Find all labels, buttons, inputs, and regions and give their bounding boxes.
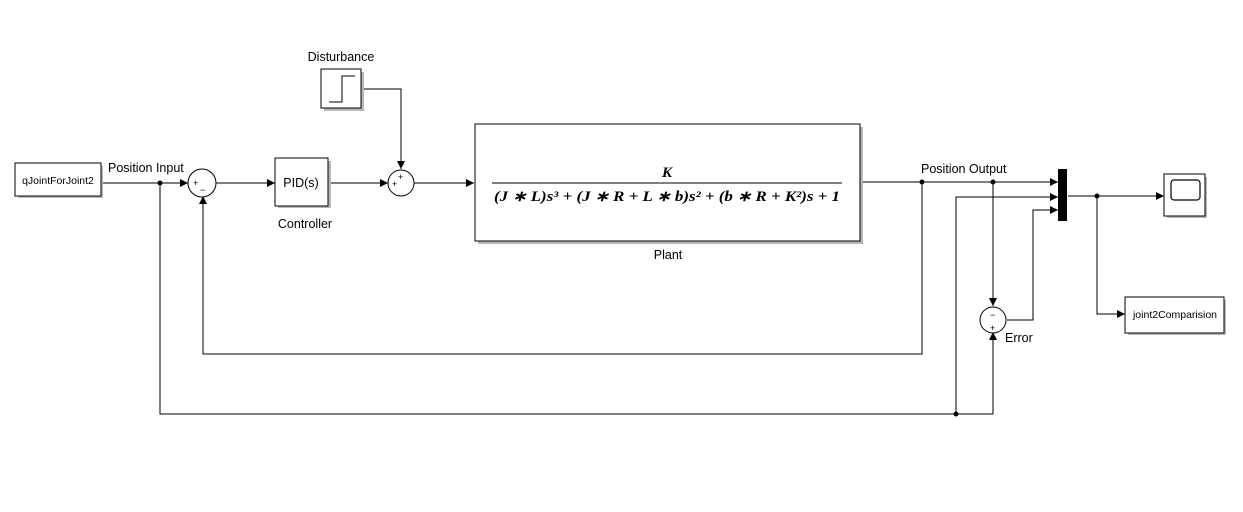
scope-screen-icon [1170,179,1201,201]
plant-transfer-fcn-block[interactable]: K (J ∗ L)s³ + (J ∗ R + L ∗ b)s² + (b ∗ R… [474,123,863,244]
controller-caption: Controller [278,217,332,231]
wire-mux-to-workspace[interactable] [1096,196,1125,318]
transfer-fcn-numerator: K [661,165,673,181]
sum-plus-sign: + [392,179,397,189]
mux-block[interactable] [1058,169,1067,221]
branch-point [1094,193,1100,199]
wire-reference-to-error[interactable] [159,183,997,415]
sum-plus-sign: + [193,178,198,188]
transfer-fcn-denominator: (J ∗ L)s³ + (J ∗ R + L ∗ b)s² + (b ∗ R +… [494,189,840,205]
from-workspace-block[interactable]: qJointForJoint2 [14,162,103,198]
branch-point [990,179,996,185]
sum-block-feedback[interactable]: + − [187,168,217,198]
disturbance-caption: Disturbance [308,50,375,64]
position-output-label: Position Output [921,162,1007,176]
sum-minus-sign: − [200,185,205,195]
to-workspace-block[interactable]: joint2Comparision [1124,296,1226,335]
branch-point [953,411,959,417]
signal-lines [103,88,1164,415]
sum-plus-sign: + [398,172,403,182]
pid-controller-block[interactable]: PID(s) [274,157,331,208]
wire-reference-to-mux[interactable] [955,193,1058,414]
to-workspace-label: joint2Comparision [1132,309,1217,321]
wire-feedback[interactable] [199,182,923,355]
sum-block-disturbance[interactable]: + + [387,169,415,197]
sum-block-error[interactable]: − + [979,306,1007,334]
plant-caption: Plant [654,248,683,262]
step-icon [329,75,355,103]
wire-error-to-mux[interactable] [1007,206,1058,321]
disturbance-step-block[interactable] [320,68,364,111]
from-workspace-label: qJointForJoint2 [22,175,94,187]
wire-disturbance[interactable] [363,88,405,169]
scope-block[interactable] [1163,173,1207,218]
branch-points [157,179,1100,417]
sum-minus-sign: − [990,310,995,320]
error-label: Error [1005,331,1033,345]
branch-point [919,179,925,185]
branch-point [157,180,163,186]
position-input-label: Position Input [108,161,184,175]
sum-plus-sign: + [990,323,995,333]
pid-label: PID(s) [283,176,318,190]
